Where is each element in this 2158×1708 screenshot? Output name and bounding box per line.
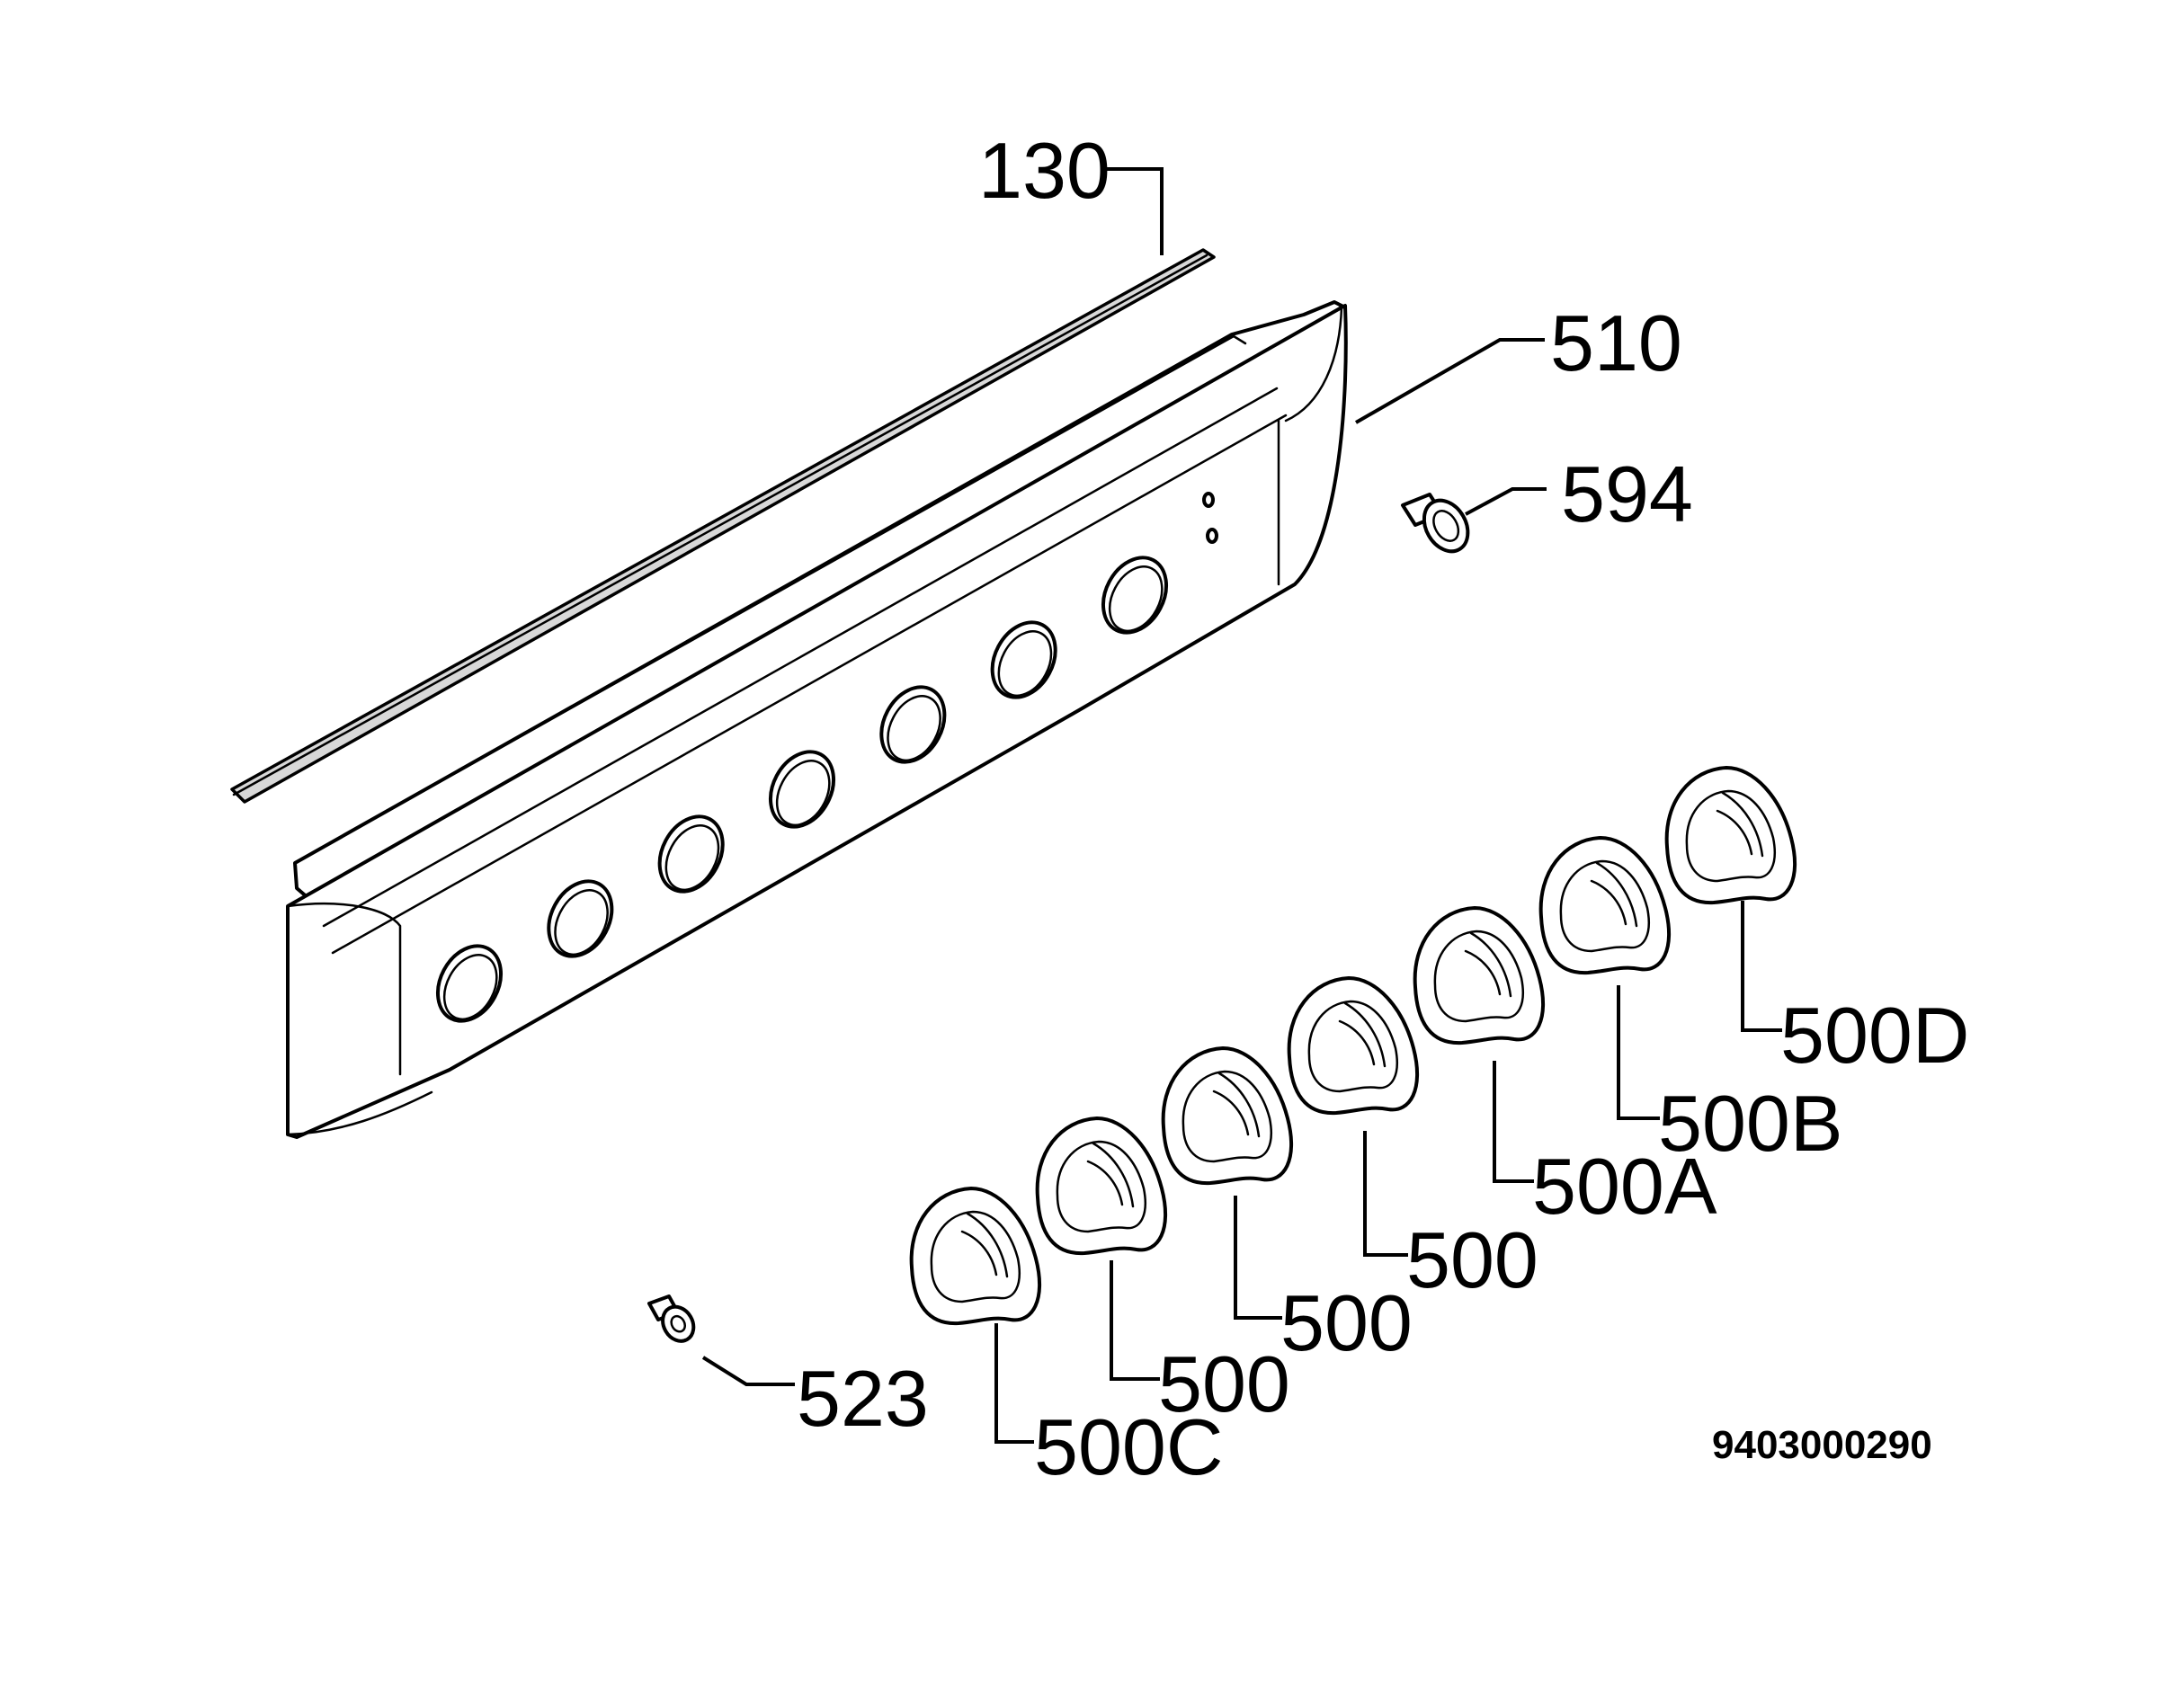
panel-knob-holes: [435, 556, 1169, 1023]
panel-knob-hole: [657, 814, 725, 894]
control-knob-icon: [1413, 906, 1545, 1045]
control-knob-icon: [1538, 836, 1671, 975]
label-control-panel: 510: [1550, 298, 1682, 387]
label-knob-2: 500: [1158, 1339, 1290, 1428]
label-gasket: 130: [978, 126, 1110, 215]
control-knob-icon: [1664, 766, 1797, 905]
control-knob-icon: [1035, 1116, 1167, 1256]
panel-knob-hole: [547, 879, 614, 958]
panel-knob-hole: [879, 685, 947, 764]
panel-knob-hole: [990, 620, 1057, 699]
control-knob-icon: [1161, 1046, 1293, 1186]
label-knob-3: 500: [1280, 1278, 1413, 1367]
indicator-hole: [1206, 528, 1218, 544]
label-knob-6: 500B: [1658, 1079, 1843, 1168]
label-knob-5: 500A: [1532, 1142, 1717, 1231]
screw-icon: [647, 1294, 696, 1343]
control-knob-icon: [909, 1187, 1041, 1326]
indicator-hole: [1202, 492, 1215, 508]
label-screw-bottom: 523: [797, 1354, 929, 1443]
label-knob-1: 500C: [1034, 1402, 1223, 1491]
control-knobs: [909, 766, 1797, 1326]
label-screw-top: 594: [1561, 449, 1693, 538]
control-knob-icon: [1287, 976, 1419, 1116]
gasket-strip: [230, 248, 1216, 804]
document-number: 9403000290: [1712, 1423, 1932, 1467]
label-knob-7: 500D: [1780, 991, 1969, 1080]
panel-knob-hole: [768, 750, 836, 829]
label-knob-4: 500: [1406, 1215, 1538, 1304]
panel-knob-hole: [435, 944, 504, 1023]
panel-knob-hole: [1101, 556, 1169, 635]
screw-icon: [1401, 493, 1470, 554]
leader-lines: [701, 167, 1782, 1444]
